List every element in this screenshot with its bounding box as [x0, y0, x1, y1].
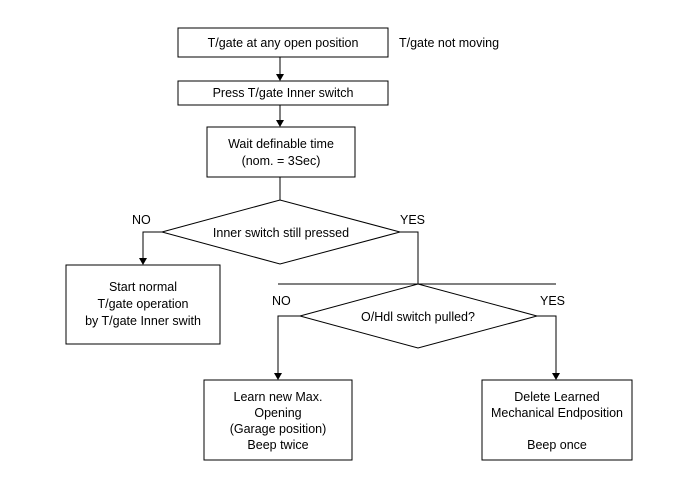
delete-line-2: Mechanical Endposition: [491, 406, 623, 420]
normal-op-line-1: Start normal: [109, 280, 177, 294]
not-moving-note: T/gate not moving: [399, 36, 499, 50]
learn-line-4: Beep twice: [247, 438, 308, 452]
learn-box: Learn new Max. Opening (Garage position)…: [203, 379, 353, 461]
decision-inner-switch: Inner switch still pressed: [160, 199, 402, 265]
arrowhead: [552, 373, 560, 380]
wait-box: Wait definable time (nom. = 3Sec): [206, 126, 356, 178]
learn-line-2: Opening: [254, 406, 301, 420]
decision-ohdl-switch: O/Hdl switch pulled?: [298, 283, 539, 349]
wait-box-line-1: Wait definable time: [228, 137, 334, 151]
arrowhead: [276, 74, 284, 81]
normal-op-line-2: T/gate operation: [97, 297, 188, 311]
normal-op-line-3: by T/gate Inner swith: [85, 314, 201, 328]
inner-no-label: NO: [132, 213, 151, 227]
start-box-text: T/gate at any open position: [208, 36, 359, 50]
decision-ohdl-switch-text: O/Hdl switch pulled?: [361, 310, 475, 324]
delete-line-1: Delete Learned: [514, 390, 600, 404]
press-box-text: Press T/gate Inner switch: [213, 86, 354, 100]
normal-operation-box: Start normal T/gate operation by T/gate …: [65, 264, 221, 345]
ohdl-no-label: NO: [272, 294, 291, 308]
learn-line-1: Learn new Max.: [234, 390, 323, 404]
arrowhead: [274, 373, 282, 380]
delete-line-4: Beep once: [527, 438, 587, 452]
wait-box-line-2: (nom. = 3Sec): [242, 154, 321, 168]
inner-yes-label: YES: [400, 213, 425, 227]
connector-inner-yes: [400, 231, 419, 284]
arrowhead: [276, 120, 284, 127]
arrowhead: [139, 258, 147, 265]
delete-box: Delete Learned Mechanical Endposition Be…: [481, 379, 633, 461]
connector-ohdl-yes: [537, 315, 557, 374]
press-box: Press T/gate Inner switch: [177, 80, 389, 106]
learn-line-3: (Garage position): [230, 422, 327, 436]
connector-ohdl-no: [277, 315, 300, 374]
connector-inner-no: [142, 231, 162, 259]
start-box: T/gate at any open position: [177, 27, 389, 58]
ohdl-yes-label: YES: [540, 294, 565, 308]
decision-inner-switch-text: Inner switch still pressed: [213, 226, 349, 240]
